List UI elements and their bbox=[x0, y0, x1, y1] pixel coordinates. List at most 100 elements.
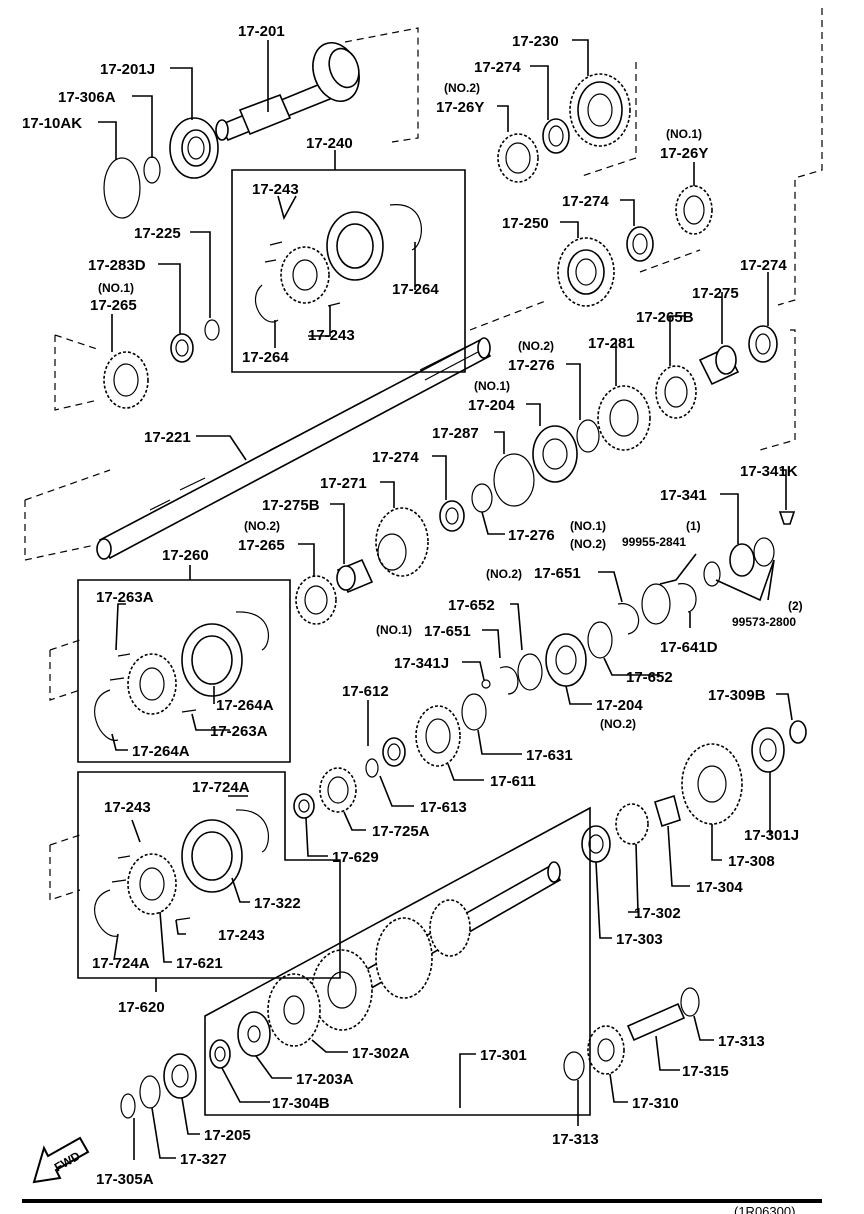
bearing-201j bbox=[169, 117, 219, 179]
main-shaft-221 bbox=[96, 337, 492, 560]
label-17-274-a: 17-274 bbox=[474, 59, 521, 76]
ring-287 bbox=[493, 453, 535, 507]
label-17-301J: 17-301J bbox=[744, 827, 799, 844]
label-17-641D: 17-641D bbox=[660, 639, 718, 656]
label-17-221: 17-221 bbox=[144, 429, 191, 446]
label-17-611: 17-611 bbox=[490, 773, 536, 790]
input-shaft bbox=[215, 42, 360, 142]
countershaft-gears bbox=[581, 720, 807, 863]
label-17-283D: 17-283D bbox=[88, 257, 146, 274]
label-17-265-no1: 17-265 bbox=[90, 297, 137, 314]
label-17-304B: 17-304B bbox=[272, 1095, 330, 1112]
label-17-274-c: 17-274 bbox=[740, 257, 787, 274]
label-17-341K: 17-341K bbox=[740, 463, 798, 480]
ring-652-a bbox=[587, 621, 613, 659]
bearing-283d bbox=[170, 333, 194, 363]
label-17-243-b: 17-243 bbox=[308, 327, 355, 344]
label-17-265-no2: 17-265 bbox=[238, 537, 285, 554]
synchro-assembly-240-parts bbox=[255, 204, 422, 323]
gear-230 bbox=[569, 73, 631, 147]
label-17-275: 17-275 bbox=[692, 285, 739, 302]
gear-271 bbox=[375, 507, 429, 577]
label-17-204-no2: 17-204 bbox=[596, 697, 643, 714]
label-17-275B: 17-275B bbox=[262, 497, 320, 514]
label-17-612: 17-612 bbox=[342, 683, 389, 700]
clip-641d bbox=[677, 583, 697, 613]
bearing-204-no1 bbox=[532, 425, 578, 483]
synchro-ring-265b bbox=[655, 365, 697, 419]
bottom-left-bearing-group bbox=[120, 1053, 197, 1119]
synchro-ring-26y-no1 bbox=[675, 185, 713, 235]
label-17-276-b: 17-276 bbox=[508, 527, 555, 544]
label-17-620: 17-620 bbox=[118, 999, 165, 1016]
gear-281 bbox=[597, 385, 651, 451]
label-17-341: 17-341 bbox=[660, 487, 707, 504]
label-17-287: 17-287 bbox=[432, 425, 479, 442]
label-17-306A: 17-306A bbox=[58, 89, 116, 106]
qualifier-no1-651: (NO.1) bbox=[376, 623, 412, 637]
snap-ring-306a bbox=[143, 156, 161, 184]
label-17-264A-b: 17-264A bbox=[132, 743, 190, 760]
label-17-201: 17-201 bbox=[238, 23, 285, 40]
fwd-arrow-icon: FWD bbox=[32, 1136, 90, 1184]
leader-lines bbox=[98, 39, 793, 1160]
qualifier-no2-276b: (NO.2) bbox=[570, 537, 606, 551]
needle-bearing-274-c bbox=[748, 325, 778, 363]
qualifier-two-99573: (2) bbox=[788, 599, 803, 613]
box-17-260 bbox=[77, 579, 291, 763]
synchro-assembly-260-parts bbox=[94, 611, 269, 741]
part-labels: 17-201 17-201J 17-306A 17-10AK 17-240 17… bbox=[22, 23, 803, 1188]
parts-drawings bbox=[94, 42, 807, 1119]
synchro-ring-725a bbox=[319, 767, 357, 813]
label-17-243-a: 17-243 bbox=[252, 181, 299, 198]
label-17-305A: 17-305A bbox=[96, 1171, 154, 1188]
label-17-204-no1: 17-204 bbox=[468, 397, 515, 414]
label-17-264-a: 17-264 bbox=[392, 281, 439, 298]
label-17-281: 17-281 bbox=[588, 335, 635, 352]
cluster-shaft-301-parts bbox=[209, 861, 562, 1069]
synchro-ring-265-no2 bbox=[295, 575, 337, 625]
label-17-631: 17-631 bbox=[526, 747, 573, 764]
label-17-304: 17-304 bbox=[696, 879, 743, 896]
label-17-225: 17-225 bbox=[134, 225, 181, 242]
label-17-303: 17-303 bbox=[616, 931, 663, 948]
label-17-260: 17-260 bbox=[162, 547, 209, 564]
label-17-230: 17-230 bbox=[512, 33, 559, 50]
washer-276-b bbox=[471, 483, 493, 513]
qualifier-no2-265: (NO.2) bbox=[244, 519, 280, 533]
label-17-302: 17-302 bbox=[634, 905, 681, 922]
label-99573-2800: 99573-2800 bbox=[732, 615, 796, 629]
qualifier-no2-204: (NO.2) bbox=[600, 717, 636, 731]
label-17-652-b: 17-652 bbox=[626, 669, 673, 686]
footer: (1R06300) bbox=[22, 1199, 822, 1214]
label-99955-2841: 99955-2841 bbox=[622, 535, 686, 549]
label-17-327: 17-327 bbox=[180, 1151, 227, 1168]
qualifier-no1-276: (NO.1) bbox=[570, 519, 606, 533]
qualifier-no1-204: (NO.1) bbox=[474, 379, 510, 393]
label-17-315: 17-315 bbox=[682, 1063, 729, 1080]
label-17-322: 17-322 bbox=[254, 895, 301, 912]
qualifier-no2-651: (NO.2) bbox=[486, 567, 522, 581]
label-17-651-no2: 17-651 bbox=[534, 565, 581, 582]
qualifier-no1-265: (NO.1) bbox=[98, 281, 134, 295]
box-17-240 bbox=[231, 169, 466, 373]
footer-rule bbox=[22, 1199, 822, 1203]
label-17-301: 17-301 bbox=[480, 1047, 527, 1064]
clip-651-no1 bbox=[499, 666, 519, 695]
clip-225 bbox=[204, 319, 220, 341]
label-17-203A: 17-203A bbox=[296, 1071, 354, 1088]
reverse-idler-group bbox=[563, 987, 700, 1081]
label-17-302A: 17-302A bbox=[352, 1045, 410, 1062]
needle-bearing-274-d bbox=[439, 500, 465, 532]
clip-651-no2 bbox=[617, 603, 640, 635]
label-17-26Y-no1: 17-26Y bbox=[660, 145, 708, 162]
dashed-guide-lines bbox=[24, 8, 823, 901]
qualifier-one-99955: (1) bbox=[686, 519, 701, 533]
nut-629 bbox=[293, 793, 315, 819]
gear-250 bbox=[557, 237, 615, 307]
label-17-263A-b: 17-263A bbox=[210, 723, 268, 740]
ring-631 bbox=[461, 693, 487, 731]
bearing-204-no2 bbox=[545, 633, 587, 687]
washer-276-no2 bbox=[576, 419, 600, 453]
label-17-250: 17-250 bbox=[502, 215, 549, 232]
